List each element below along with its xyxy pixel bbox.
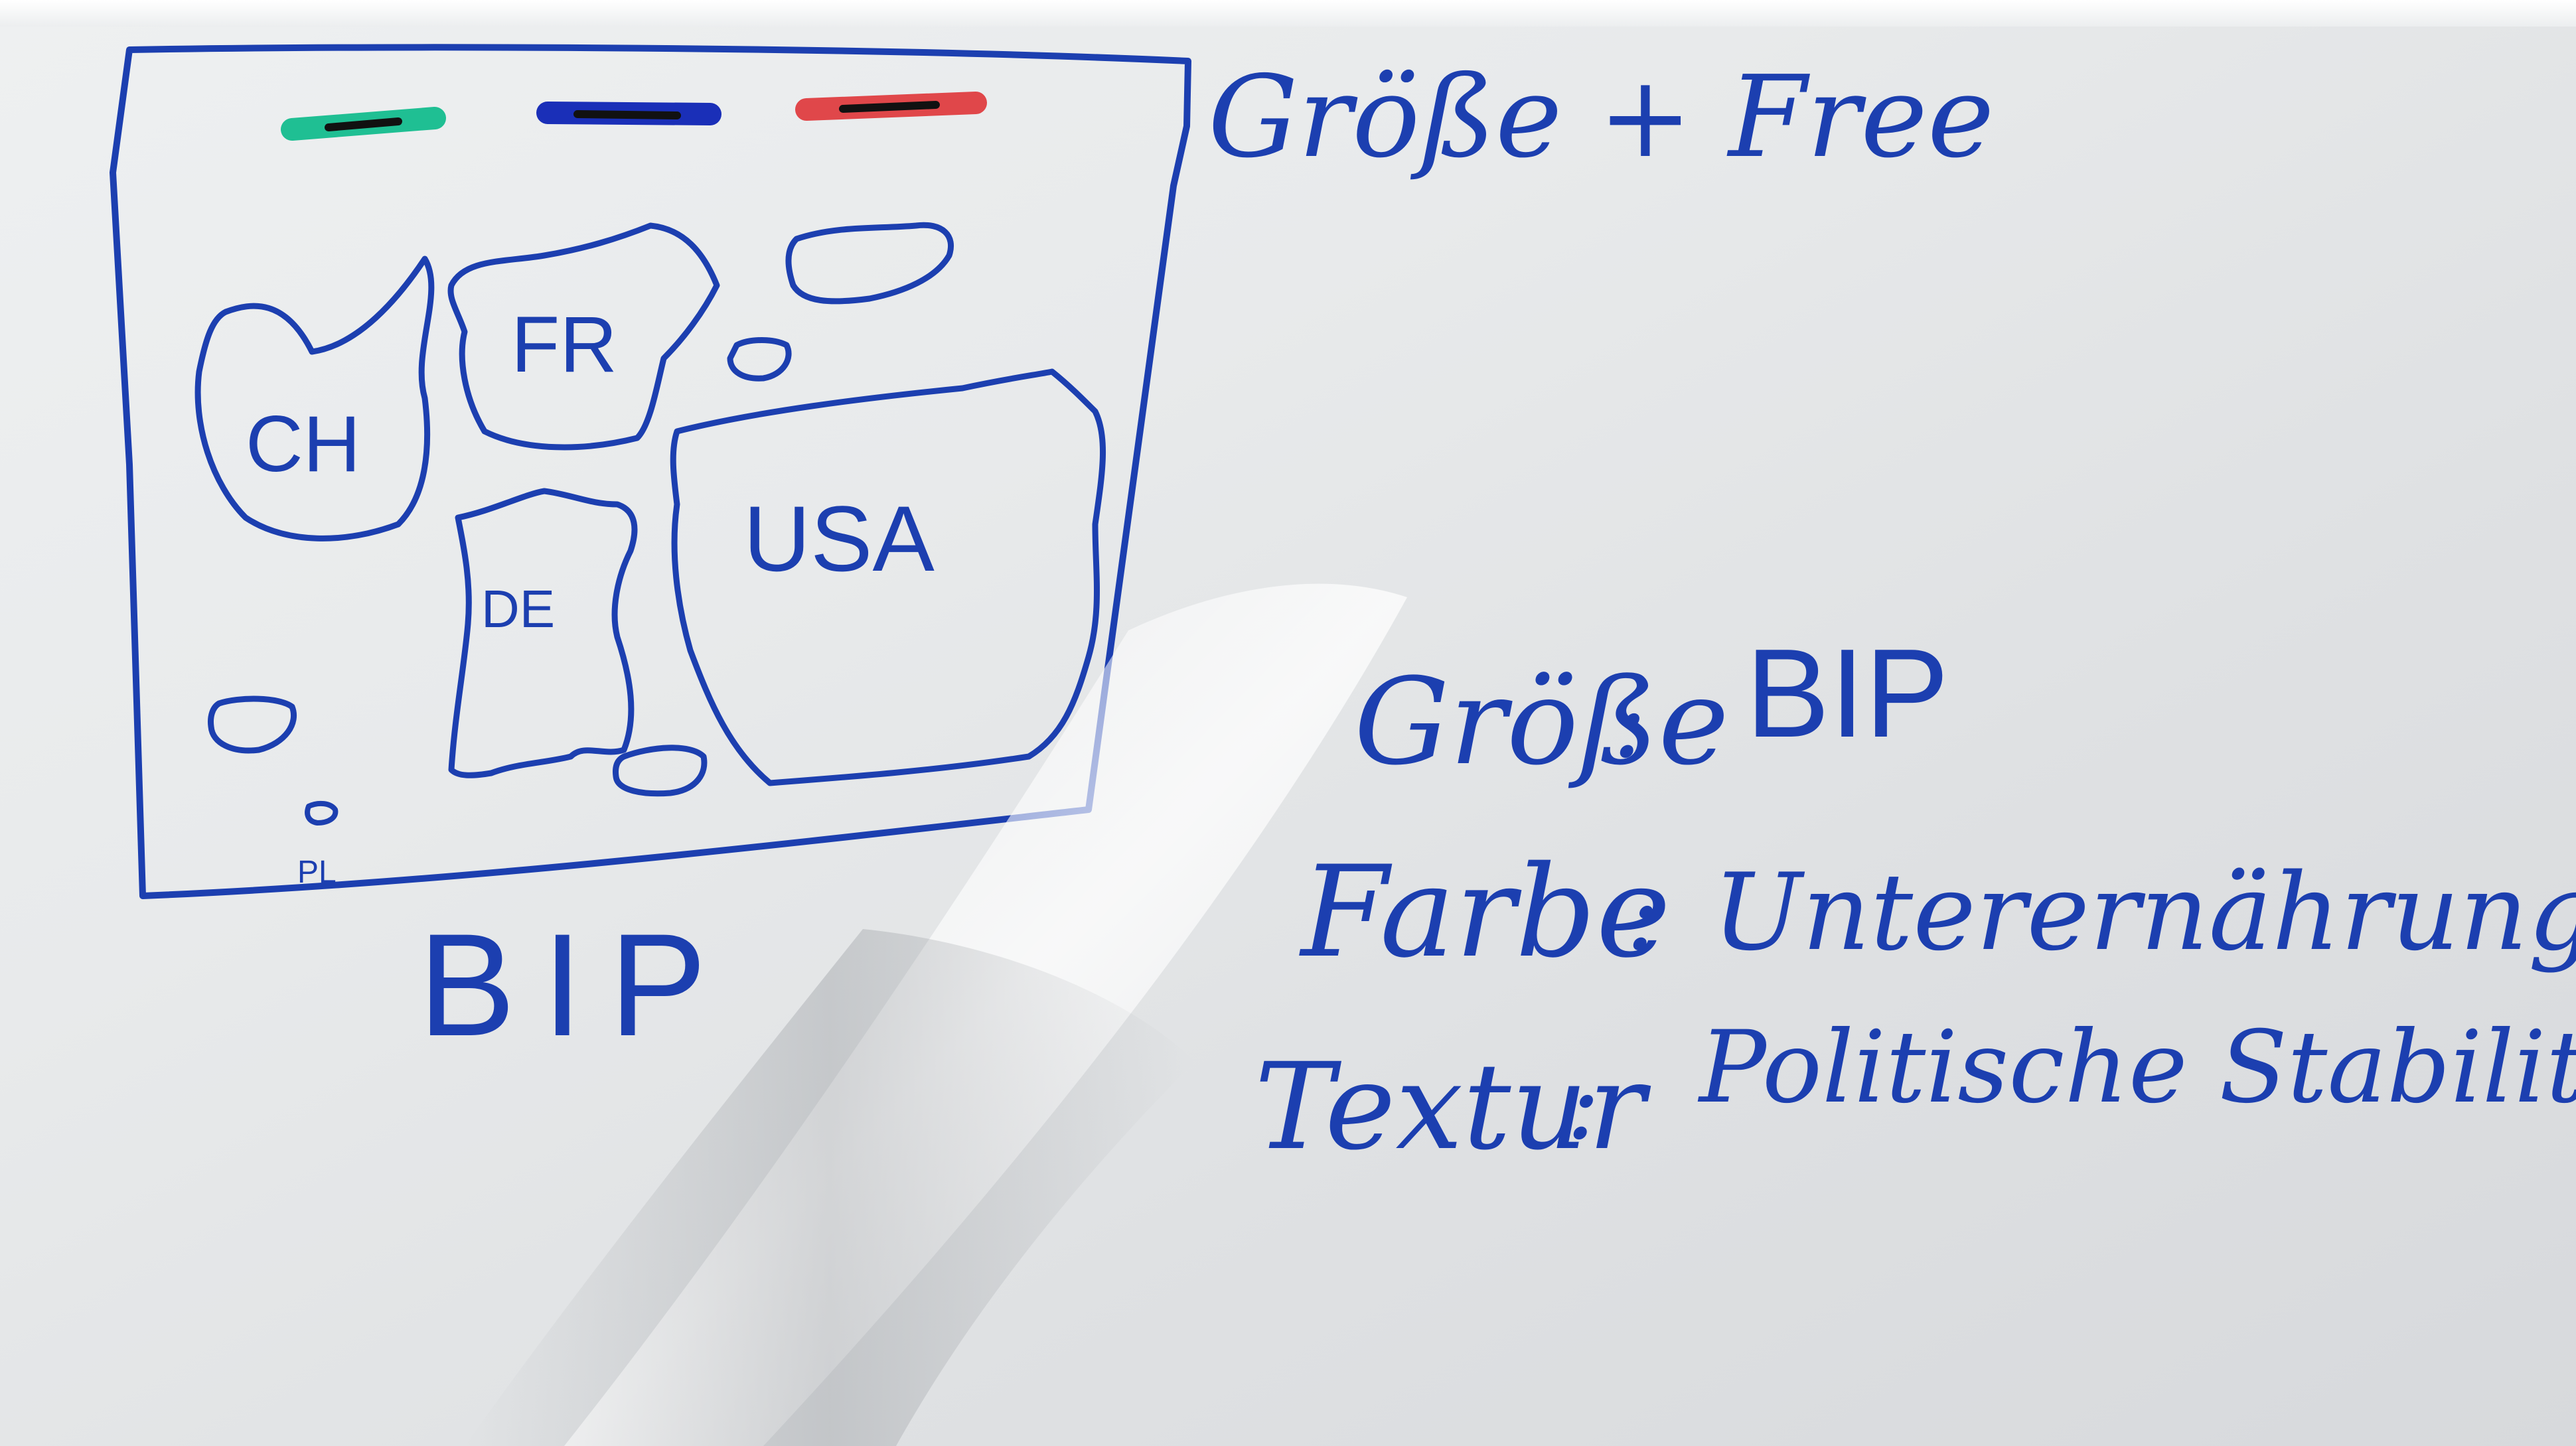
- notes-list: Größe : BIP Farbe : Unterernährung Textu…: [1254, 623, 2576, 1177]
- note-2-value: Unterernährung: [1712, 850, 2576, 974]
- note-3-value: Politische Stabilität: [1697, 1010, 2576, 1125]
- map-label-de: DE: [481, 579, 555, 638]
- map-label-ch: CH: [246, 399, 360, 488]
- island-small-left: [208, 695, 297, 754]
- legend-color-swatches: [281, 92, 987, 141]
- map-caption: BIP: [418, 903, 733, 1066]
- whiteboard-top-edge: [0, 0, 2576, 27]
- note-1-key: Größe: [1354, 653, 1729, 792]
- island-small-bottom: [613, 745, 708, 797]
- legend-swatch-red-dash: [839, 101, 940, 113]
- map-frame: [110, 44, 1191, 899]
- legend-swatch-green-dash: [325, 117, 402, 131]
- map-label-fr: FR: [511, 300, 617, 389]
- island-small-mid: [727, 337, 792, 382]
- country-shape-pl: [305, 800, 339, 826]
- note-1-sep: :: [1613, 665, 1647, 780]
- country-shape-fr: [447, 222, 720, 451]
- country-shape-ch: [194, 255, 435, 542]
- map-label-usa: USA: [743, 486, 935, 591]
- map-label-pl: PL: [297, 855, 337, 890]
- note-1-value: BIP: [1746, 623, 1949, 764]
- note-2-sep: :: [1626, 857, 1660, 973]
- legend-swatch-blue-dash: [573, 110, 681, 119]
- note-3-sep: :: [1566, 1047, 1600, 1162]
- heading-note: Größe + Free: [1208, 52, 1995, 183]
- island-top-right: [785, 222, 954, 305]
- note-2-key: Farbe: [1299, 839, 1671, 985]
